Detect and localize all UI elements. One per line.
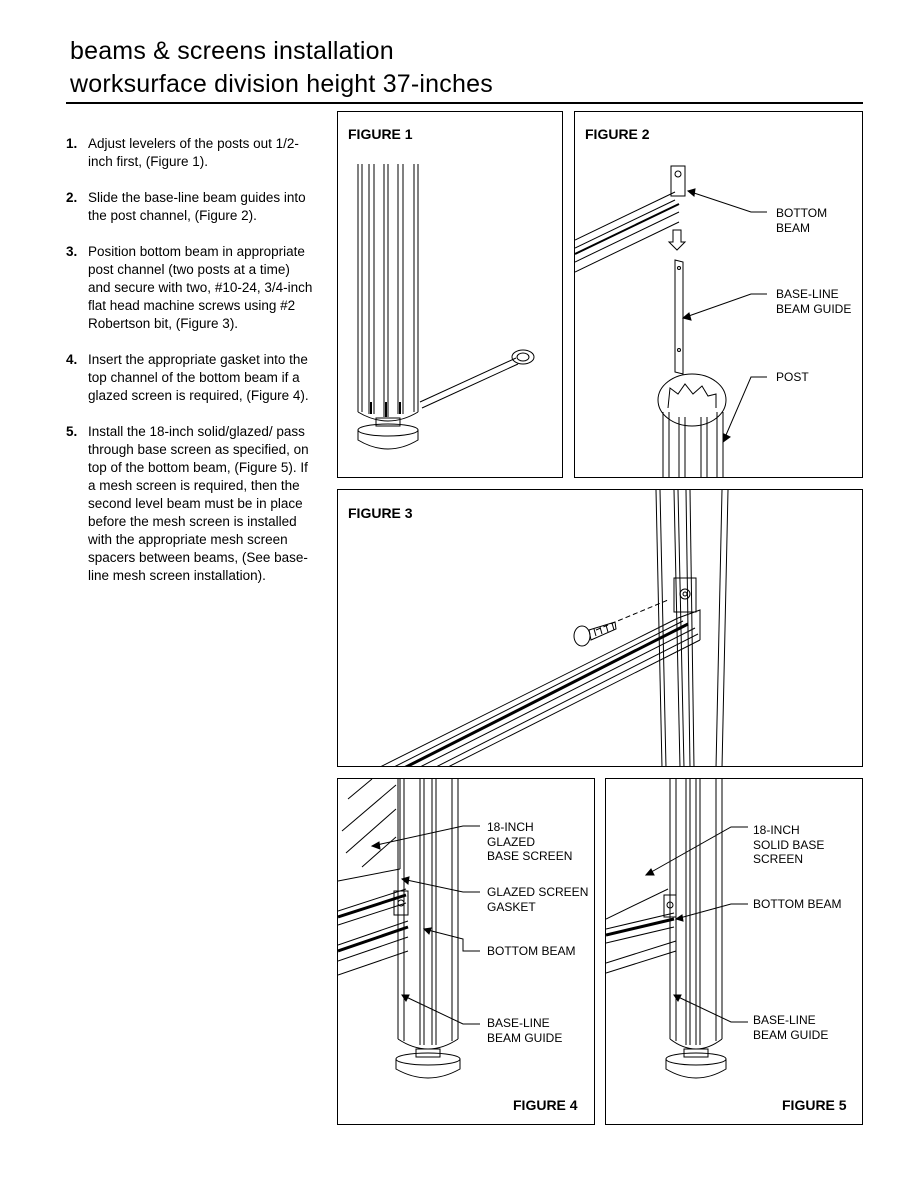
figure-2-panel: FIGURE 2 BOTTOM BEAM BASE-LINE BEAM GUID…	[574, 111, 863, 478]
step-5: 5. Install the 18-inch solid/glazed/ pas…	[66, 423, 316, 585]
figure-4-panel: 18-INCH GLAZED BASE SCREEN GLAZED SCREEN…	[337, 778, 595, 1125]
step-number: 1.	[66, 136, 78, 151]
header-divider	[66, 102, 863, 104]
step-number: 2.	[66, 190, 78, 205]
step-2: 2. Slide the base-line beam guides into …	[66, 189, 316, 225]
page-title-line2: worksurface division height 37-inches	[70, 70, 493, 98]
step-text: Adjust levelers of the posts out 1/2-inc…	[88, 136, 299, 169]
callout-base-line-beam-guide: BASE-LINE BEAM GUIDE	[753, 1013, 829, 1042]
callout-glazed-base-screen: 18-INCH GLAZED BASE SCREEN	[487, 820, 573, 863]
figure-3-label: FIGURE 3	[348, 505, 413, 521]
callout-bottom-beam: BOTTOM BEAM	[753, 897, 842, 911]
figure-4-illustration-glazed-screen	[338, 779, 480, 1079]
step-number: 4.	[66, 352, 78, 367]
figure-2-label: FIGURE 2	[585, 126, 650, 142]
callout-bottom-beam: BOTTOM BEAM	[776, 206, 828, 235]
callout-base-line-beam-guide: BASE-LINE BEAM GUIDE	[487, 1016, 563, 1045]
page-title-line1: beams & screens installation	[70, 37, 394, 65]
step-text: Insert the appropriate gasket into the t…	[88, 352, 309, 403]
figure-5-label: FIGURE 5	[782, 1097, 847, 1113]
step-text: Slide the base-line beam guides into the…	[88, 190, 306, 223]
figure-5-illustration-solid-screen	[606, 779, 748, 1079]
step-3: 3. Position bottom beam in appropriate p…	[66, 243, 316, 333]
callout-post: POST	[776, 370, 809, 384]
callout-base-line-beam-guide: BASE-LINE BEAM GUIDE	[776, 287, 852, 316]
instruction-steps: 1. Adjust levelers of the posts out 1/2-…	[66, 135, 316, 603]
figure-3-illustration-beam-screw	[380, 490, 729, 766]
step-number: 3.	[66, 244, 78, 259]
step-text: Position bottom beam in appropriate post…	[88, 244, 313, 331]
step-number: 5.	[66, 424, 78, 439]
figure-3-panel: FIGURE 3	[337, 489, 863, 767]
figure-1-illustration-post-leveler	[357, 164, 535, 450]
callout-glazed-screen-gasket: GLAZED SCREEN GASKET	[487, 885, 589, 914]
figure-4-label: FIGURE 4	[513, 1097, 578, 1113]
callout-bottom-beam: BOTTOM BEAM	[487, 944, 576, 958]
step-4: 4. Insert the appropriate gasket into th…	[66, 351, 316, 405]
figure-2-illustration-guide-insertion	[575, 165, 767, 477]
figure-1-panel: FIGURE 1	[337, 111, 563, 478]
step-text: Install the 18-inch solid/glazed/ pass t…	[88, 424, 309, 583]
figure-5-panel: 18-INCH SOLID BASE SCREEN BOTTOM BEAM BA…	[605, 778, 863, 1125]
figure-1-label: FIGURE 1	[348, 126, 413, 142]
callout-solid-base-screen: 18-INCH SOLID BASE SCREEN	[753, 823, 825, 866]
step-1: 1. Adjust levelers of the posts out 1/2-…	[66, 135, 316, 171]
